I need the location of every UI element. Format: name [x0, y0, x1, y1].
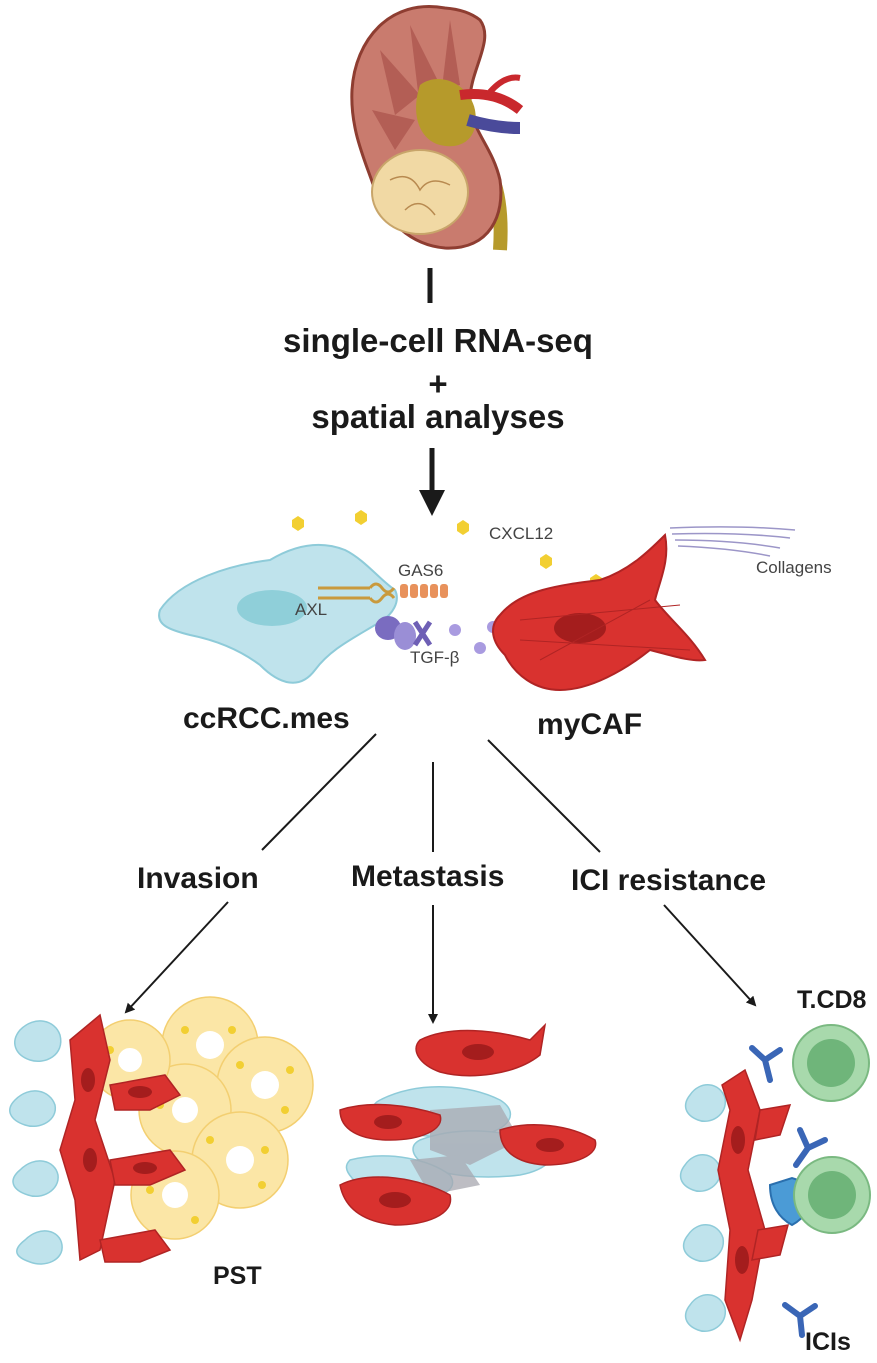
ccrcc-mes-label: ccRCC.mes [183, 702, 350, 735]
collagen-fibers [669, 526, 796, 557]
gas6-ligand [400, 584, 448, 598]
icis-label: ICIs [805, 1328, 851, 1356]
arrow-ici [663, 904, 757, 1007]
ici-resistance-panel [679, 1024, 871, 1343]
axl-receptors [318, 582, 396, 604]
ici-resistance-label: ICI resistance [571, 864, 767, 897]
tcd8-label: T.CD8 [797, 986, 867, 1014]
cxcl12-label: CXCL12 [489, 524, 554, 543]
collagens-label: Collagens [756, 558, 832, 577]
kidney-illustration [350, 5, 524, 251]
metastasis-label: Metastasis [351, 860, 505, 893]
branch-line-ici [487, 739, 601, 853]
pst-label: PST [213, 1262, 262, 1290]
branch-line-invasion [261, 733, 377, 851]
gas6-label: GAS6 [398, 561, 444, 580]
arrow-invasion [124, 901, 229, 1014]
metastasis-panel [339, 1022, 597, 1226]
tgfb-label: TGF-β [410, 648, 460, 667]
mycaf-cell [492, 532, 707, 692]
method-line-1: single-cell RNA-seq [283, 322, 593, 359]
method-line-2: spatial analyses [311, 398, 565, 435]
ccrcc-mes-cell [158, 543, 398, 684]
mycaf-label: myCAF [537, 708, 643, 741]
method-plus: + [428, 365, 448, 402]
invasion-panel [9, 996, 314, 1265]
axl-label: AXL [295, 600, 328, 619]
invasion-label: Invasion [137, 862, 259, 895]
